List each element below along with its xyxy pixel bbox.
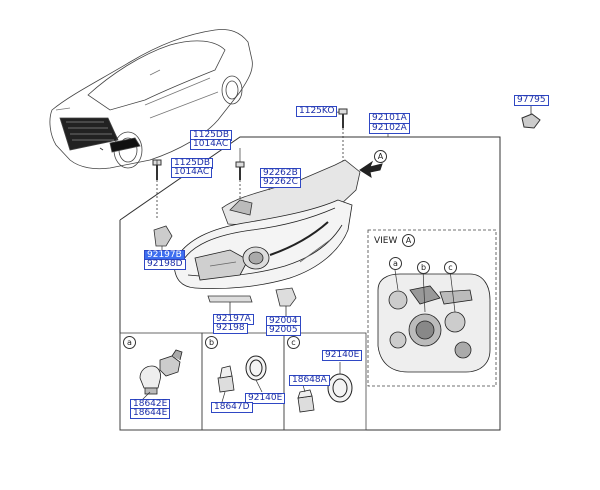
bracket-92197A — [207, 295, 253, 312]
view-marker-c: c — [444, 261, 457, 274]
callout-92198[interactable]: 92198 — [213, 323, 248, 334]
callout-92102A[interactable]: 92102A — [369, 123, 410, 134]
callout-1014AC-lower[interactable]: 1014AC — [171, 167, 213, 178]
bulb-18642E — [139, 365, 161, 395]
bolt-1125KO — [338, 108, 348, 128]
view-a-box — [367, 229, 497, 387]
bulb-18647D — [217, 365, 235, 393]
cap-92140E-c — [327, 373, 353, 403]
section-marker-a: a — [123, 336, 136, 349]
view-arrow-marker: A — [374, 150, 387, 163]
callout-97795[interactable]: 97795 — [514, 95, 549, 106]
view-arrow — [359, 160, 383, 179]
callout-92005[interactable]: 92005 — [266, 325, 301, 336]
view-marker-b: b — [417, 261, 430, 274]
car-illustration — [49, 29, 253, 170]
view-ref-marker: A — [402, 234, 415, 247]
callout-18644E[interactable]: 18644E — [130, 408, 171, 419]
bracket-92197B — [153, 225, 173, 247]
headlamp-assembly — [173, 199, 353, 289]
callout-18648A[interactable]: 18648A — [289, 375, 330, 386]
clip-97795 — [521, 113, 541, 129]
callout-92140E-b[interactable]: 92140E — [245, 393, 286, 404]
bolt-1125DB-upper — [235, 161, 245, 180]
socket-18644E — [159, 349, 183, 377]
section-c-box — [283, 332, 367, 431]
view-marker-a: a — [389, 257, 402, 270]
bracket-92004 — [275, 287, 297, 316]
cap-92140E-b — [245, 355, 267, 381]
callout-1014AC-upper[interactable]: 1014AC — [190, 139, 232, 150]
callout-92140E-c[interactable]: 92140E — [322, 350, 363, 361]
callout-92198D[interactable]: 92198D — [144, 259, 186, 270]
callout-1125KO[interactable]: 1125KO — [296, 106, 338, 117]
callout-18647D[interactable]: 18647D — [211, 402, 253, 413]
bulb-18648A — [297, 389, 315, 413]
callout-92262C[interactable]: 92262C — [260, 177, 301, 188]
section-marker-b: b — [205, 336, 218, 349]
view-a-lamp — [377, 273, 491, 373]
view-label: VIEW — [374, 236, 398, 246]
section-marker-c: c — [287, 336, 300, 349]
